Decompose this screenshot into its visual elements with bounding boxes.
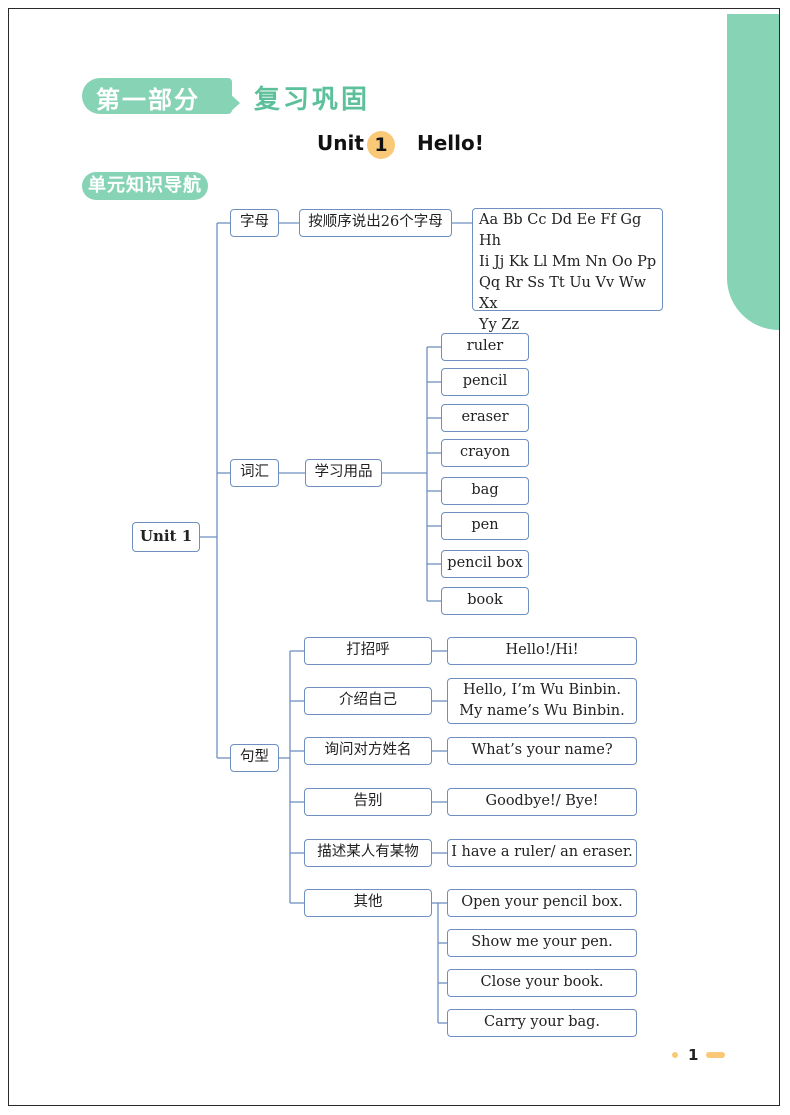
sentence-category: 其他 [304,889,432,917]
sentence-example: Close your book. [447,969,637,997]
sentence-category: 介绍自己 [304,687,432,715]
vocab-topic: 学习用品 [305,459,382,487]
vocab-word: ruler [441,333,529,361]
unit-number-badge: 1 [367,131,395,159]
alphabet-line: Qq Rr Ss Tt Uu Vv Ww Xx [479,275,647,313]
sentence-example: Goodbye!/ Bye! [447,788,637,816]
branch-sentences: 句型 [230,744,279,772]
letters-task: 按顺序说出26个字母 [299,209,452,237]
vocab-word: bag [441,477,529,505]
vocab-word: pen [441,512,529,540]
unit-greeting: Hello! [417,131,484,155]
sentence-example-box: Hello, I’m Wu Binbin. My name’s Wu Binbi… [447,678,637,724]
section-title: 单元知识导航 [82,172,208,200]
sentence-example: Open your pencil box. [447,889,637,917]
page-number: 1 [688,1046,699,1064]
page-dot-decoration [672,1052,678,1058]
sentence-category: 告别 [304,788,432,816]
vocab-word: pencil box [441,550,529,578]
part-title: 复习巩固 [254,85,371,115]
sentence-category: 询问对方姓名 [304,737,432,765]
vocab-word: crayon [441,439,529,467]
sentence-example: I have a ruler/ an eraser. [447,839,637,867]
alphabet-line: Yy Zz [479,317,520,334]
mindmap-root: Unit 1 [132,522,200,552]
vocab-word: pencil [441,368,529,396]
vocab-word: eraser [441,404,529,432]
sentence-example: Hello!/Hi! [447,637,637,665]
branch-vocab: 词汇 [230,459,279,487]
branch-letters: 字母 [230,209,279,237]
sentence-example: What’s your name? [447,737,637,765]
sentence-example: Hello, I’m Wu Binbin. [463,681,621,698]
vocab-word: book [441,587,529,615]
alphabet-box: Aa Bb Cc Dd Ee Ff Gg Hh Ii Jj Kk Ll Mm N… [472,208,663,333]
unit-word: Unit [317,131,364,155]
alphabet-line: Aa Bb Cc Dd Ee Ff Gg Hh [479,212,642,250]
side-tab-decoration [727,14,779,330]
sentence-example: My name’s Wu Binbin. [459,703,625,719]
sentence-category: 打招呼 [304,637,432,665]
page-bar-decoration [706,1052,725,1058]
part-label: 第一部分 [96,86,200,114]
sentence-example: Carry your bag. [447,1009,637,1037]
part-label-pill [82,78,240,114]
sentence-example: Show me your pen. [447,929,637,957]
alphabet-line: Ii Jj Kk Ll Mm Nn Oo Pp [479,254,657,271]
page-frame [8,8,780,1106]
sentence-category: 描述某人有某物 [304,839,432,867]
